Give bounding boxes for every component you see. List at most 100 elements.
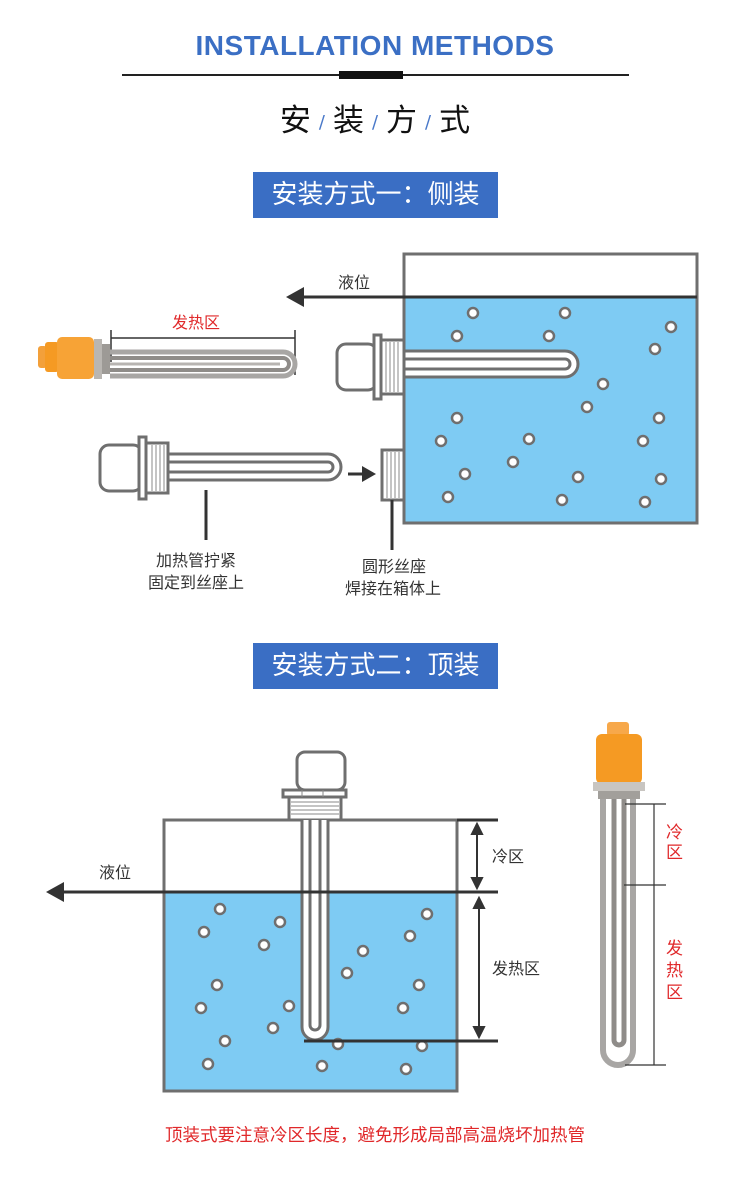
side-mount-diagram: 液位 发热区 加热管拧紧 固定到丝座上 圆形丝座 焊接在箱体上	[38, 252, 699, 598]
tighten-label-line1: 加热管拧紧	[156, 551, 236, 570]
bubble	[441, 490, 455, 504]
diagram-shape	[420, 907, 434, 921]
diagram-shape	[166, 452, 343, 482]
photo-cold-zone-label: 冷区	[666, 823, 683, 863]
liquid-level-arrow-icon	[286, 287, 304, 307]
bubble	[652, 411, 666, 425]
cold-zone-arrow-icon	[470, 821, 484, 891]
diagram-shape	[386, 452, 400, 498]
method2-banner: 安装方式二：顶装	[253, 643, 498, 689]
diagram-shape	[197, 925, 211, 939]
diagram-shape	[385, 342, 399, 392]
title-separator: /	[425, 112, 432, 133]
title-char: 式	[439, 103, 471, 139]
bubble	[571, 470, 585, 484]
bubble	[466, 306, 480, 320]
bubble	[636, 434, 650, 448]
diagram-shape	[266, 1021, 280, 1035]
bubble	[580, 400, 594, 414]
liquid-level-arrow-icon	[46, 882, 64, 902]
diagram-shape	[340, 966, 354, 980]
bubble	[522, 432, 536, 446]
diagram-shape	[472, 1026, 486, 1040]
heater-photo-vertical	[593, 722, 645, 1068]
bubble	[558, 306, 572, 320]
diagram-shape	[472, 895, 486, 909]
diagram-shape	[403, 929, 417, 943]
diagram-shape	[412, 978, 426, 992]
diagram-shape	[315, 1059, 329, 1073]
diagram-shape	[151, 445, 165, 491]
diagram-shape	[194, 1001, 208, 1015]
diagram-shape	[257, 938, 271, 952]
photo-heating-zone-label: 发热区	[666, 939, 683, 1003]
diagram-shape	[396, 1001, 410, 1015]
photo-heating-zone-label: 发热区	[172, 313, 220, 332]
heating-zone-arrow-icon	[472, 895, 486, 1040]
threaded-seat	[380, 448, 406, 502]
diagram-shape	[300, 820, 330, 1042]
diagram-shape	[110, 349, 298, 379]
diagram-shape	[379, 338, 406, 396]
bubble	[648, 342, 662, 356]
diagram-shape	[308, 820, 322, 1032]
diagram-shape	[596, 734, 642, 784]
diagram-shape	[210, 978, 224, 992]
diagram-shape	[593, 782, 645, 791]
diagram-shape	[144, 441, 170, 495]
diagram-shape	[110, 356, 291, 372]
diagram-shape	[402, 349, 580, 379]
cold-zone-label: 冷区	[492, 847, 524, 866]
title-separator: /	[318, 112, 325, 133]
method1-banner: 安装方式一：侧装	[253, 172, 498, 218]
bubbles	[194, 902, 434, 1076]
title-char: 方	[386, 103, 418, 139]
diagram-shape	[399, 1062, 413, 1076]
diagram-shape	[287, 795, 343, 822]
bubble	[506, 455, 520, 469]
diagram-shape	[38, 346, 47, 368]
title-divider-accent	[339, 71, 403, 79]
diagram-shape	[282, 999, 296, 1013]
heater-photo-side	[38, 337, 298, 379]
diagram-shape	[607, 722, 629, 736]
bubble	[450, 411, 464, 425]
diagram-shape	[94, 339, 102, 379]
seat-label-line1: 圆形丝座	[362, 557, 426, 576]
bubble	[638, 495, 652, 509]
title-separator: /	[371, 112, 379, 133]
diagram-shape	[470, 821, 484, 835]
detached-heater	[98, 435, 343, 501]
diagram-shape	[218, 1034, 232, 1048]
bubble	[664, 320, 678, 334]
section-title-chinese: 安 / 装 / 方 / 式	[0, 95, 750, 140]
seat-label-line2: 焊接在箱体上	[345, 579, 441, 598]
diagram-shape	[98, 443, 144, 493]
diagram-shape	[291, 790, 339, 815]
heating-zone-label: 发热区	[492, 959, 540, 978]
bubbles	[434, 306, 678, 509]
section-title-english: INSTALLATION METHODS	[195, 30, 555, 61]
liquid-level-label: 液位	[338, 273, 370, 292]
diagram-shape	[470, 877, 484, 891]
bubble	[596, 377, 610, 391]
diagram-shape	[57, 337, 94, 379]
diagram-shape	[45, 342, 59, 372]
bubble	[450, 329, 464, 343]
bubble	[434, 434, 448, 448]
diagram-shape	[404, 357, 572, 371]
bubble	[458, 467, 472, 481]
diagram-shape	[335, 342, 379, 392]
bubble	[542, 329, 556, 343]
title-char: 安	[279, 103, 311, 139]
warning-note: 顶装式要注意冷区长度，避免形成局部高温烧坏加热管	[165, 1126, 585, 1146]
diagram-shape	[295, 750, 347, 792]
title-char: 装	[332, 103, 364, 139]
tank-air	[402, 252, 699, 299]
diagram-shape	[201, 1057, 215, 1071]
tighten-label-line2: 固定到丝座上	[148, 573, 244, 592]
liquid-level-label: 液位	[99, 863, 131, 882]
top-mount-diagram: 液位 冷区 发热区	[46, 722, 666, 1093]
diagram-shape	[598, 791, 640, 799]
diagram-shape	[600, 799, 636, 1068]
